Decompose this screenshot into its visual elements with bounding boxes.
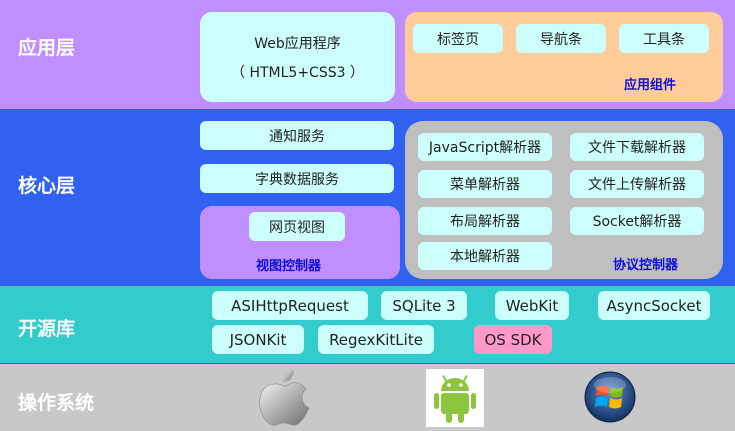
component-toolbar: 工具条 bbox=[619, 24, 709, 53]
lib-asihttprequest: ASIHttpRequest bbox=[212, 291, 368, 320]
web-app-box: Web应用程序 （ HTML5+CSS3 ） bbox=[200, 12, 395, 102]
lib-sqlite3: SQLite 3 bbox=[381, 291, 467, 320]
file-upload-parser: 文件上传解析器 bbox=[570, 170, 704, 198]
os-layer: 操作系统 bbox=[0, 364, 735, 431]
lib-jsonkit: JSONKit bbox=[212, 325, 304, 354]
apple-icon bbox=[259, 370, 310, 426]
lib-regexkitlite: RegexKitLite bbox=[318, 325, 434, 354]
app-layer: 应用层 Web应用程序 （ HTML5+CSS3 ） 标签页 导航条 工具条 应… bbox=[0, 0, 735, 110]
file-download-parser: 文件下载解析器 bbox=[570, 133, 704, 161]
web-app-title: Web应用程序 bbox=[254, 35, 341, 52]
lib-webkit: WebKit bbox=[495, 291, 569, 320]
lib-os-sdk: OS SDK bbox=[474, 325, 552, 354]
component-navbar: 导航条 bbox=[516, 24, 606, 53]
view-controller-panel: 网页视图 视图控制器 bbox=[200, 206, 400, 279]
lib-asyncsocket: AsyncSocket bbox=[598, 291, 710, 320]
notification-service: 通知服务 bbox=[200, 121, 394, 150]
windows-icon bbox=[584, 371, 636, 423]
open-source-layer-title: 开源库 bbox=[18, 318, 76, 340]
android-icon bbox=[426, 369, 484, 427]
app-layer-title: 应用层 bbox=[18, 37, 76, 59]
dictionary-data-service: 字典数据服务 bbox=[200, 164, 394, 193]
core-layer-title: 核心层 bbox=[18, 175, 76, 197]
local-parser: 本地解析器 bbox=[418, 242, 552, 270]
core-layer: 核心层 通知服务 字典数据服务 网页视图 视图控制器 JavaScript解析器… bbox=[0, 110, 735, 286]
view-controller-label: 视图控制器 bbox=[256, 259, 322, 274]
component-tabs: 标签页 bbox=[413, 24, 503, 53]
app-components-label: 应用组件 bbox=[624, 78, 677, 93]
app-components-panel: 标签页 导航条 工具条 应用组件 bbox=[405, 12, 723, 102]
socket-parser: Socket解析器 bbox=[570, 207, 704, 235]
os-layer-title: 操作系统 bbox=[18, 392, 95, 414]
web-view: 网页视图 bbox=[249, 212, 345, 241]
protocol-controller-panel: JavaScript解析器 文件下载解析器 菜单解析器 文件上传解析器 布局解析… bbox=[405, 121, 723, 279]
protocol-controller-label: 协议控制器 bbox=[613, 258, 679, 273]
menu-parser: 菜单解析器 bbox=[418, 170, 552, 198]
open-source-layer: 开源库 ASIHttpRequest SQLite 3 WebKit Async… bbox=[0, 286, 735, 364]
layout-parser: 布局解析器 bbox=[418, 207, 552, 235]
web-app-subtitle: （ HTML5+CSS3 ） bbox=[231, 64, 364, 81]
javascript-parser: JavaScript解析器 bbox=[418, 133, 552, 161]
